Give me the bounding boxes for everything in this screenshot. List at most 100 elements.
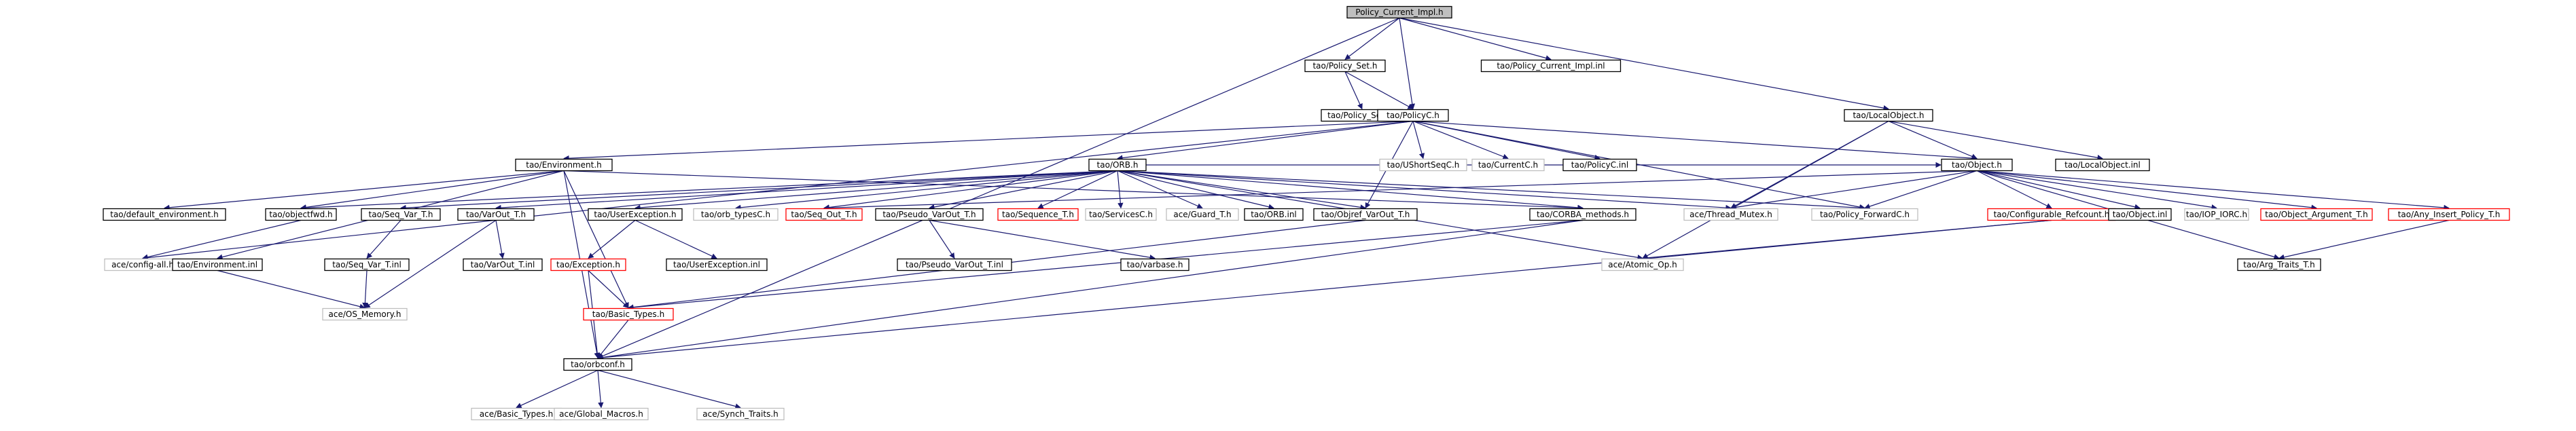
node-box bbox=[1244, 208, 1304, 221]
edge-corba-to-basictypes bbox=[628, 219, 1584, 310]
edge-userexc-to-userexcinl bbox=[634, 219, 717, 259]
node-argtraits[interactable]: tao/Arg_Traits_T.h bbox=[2237, 258, 2321, 271]
node-box bbox=[1088, 158, 1147, 172]
node-configref[interactable]: tao/Configurable_Refcount.h bbox=[1987, 208, 2116, 221]
node-label: ace/Global_Macros.h bbox=[559, 409, 643, 419]
edges-layer bbox=[142, 17, 2450, 409]
node-objref[interactable]: tao/Objref_VarOut_T.h bbox=[1313, 208, 1418, 221]
node-label: tao/Policy_ForwardC.h bbox=[1820, 210, 1910, 219]
node-label: tao/LocalObject.h bbox=[1853, 111, 1924, 120]
node-label: tao/Pseudo_VarOut_T.inl bbox=[906, 260, 1003, 269]
node-synch: ace/Synch_Traits.h bbox=[696, 407, 785, 421]
edge-policyc-to-configall bbox=[142, 120, 1414, 261]
node-label: tao/orbconf.h bbox=[571, 360, 625, 369]
node-pcinl[interactable]: tao/Policy_Current_Impl.inl bbox=[1480, 59, 1622, 73]
node-seqout[interactable]: tao/Seq_Out_T.h bbox=[785, 208, 863, 221]
node-box bbox=[1085, 208, 1157, 221]
node-localobjinl[interactable]: tao/LocalObject.inl bbox=[2055, 158, 2150, 172]
node-corba[interactable]: tao/CORBA_methods.h bbox=[1529, 208, 1636, 221]
node-orbconf[interactable]: tao/orbconf.h bbox=[563, 358, 632, 371]
node-acebasic: ace/Basic_Types.h bbox=[471, 407, 562, 421]
edge-policyc-to-env bbox=[563, 120, 1414, 162]
node-varbase[interactable]: tao/varbase.h bbox=[1120, 258, 1189, 271]
node-pseudo[interactable]: tao/Pseudo_VarOut_T.h bbox=[875, 208, 984, 221]
node-label: tao/IOP_IORC.h bbox=[2186, 210, 2247, 219]
node-label: tao/VarOut_T.inl bbox=[471, 260, 535, 269]
node-box bbox=[1379, 158, 1467, 172]
edge-object-to-seqout bbox=[823, 170, 1978, 211]
node-object[interactable]: tao/Object.h bbox=[1941, 158, 2013, 172]
node-objectfwd[interactable]: tao/objectfwd.h bbox=[265, 208, 337, 221]
node-label: tao/objectfwd.h bbox=[269, 210, 332, 219]
edge-orb-to-userexc bbox=[634, 170, 1118, 211]
edge-env-to-basictypes bbox=[563, 170, 629, 309]
node-objarg[interactable]: tao/Object_Argument_T.h bbox=[2260, 208, 2373, 221]
node-basictypes[interactable]: tao/Basic_Types.h bbox=[583, 307, 674, 321]
node-env[interactable]: tao/Environment.h bbox=[515, 158, 613, 172]
node-label: tao/Policy_Set.h bbox=[1312, 61, 1377, 71]
node-varoutinl[interactable]: tao/VarOut_T.inl bbox=[463, 258, 543, 271]
node-iopiorc: tao/IOP_IORC.h bbox=[2184, 208, 2249, 221]
node-currentc: tao/CurrentC.h bbox=[1471, 158, 1545, 172]
edge-orb-to-policyfwd bbox=[1117, 170, 1865, 211]
node-anyins[interactable]: tao/Any_Insert_Policy_T.h bbox=[2388, 208, 2510, 221]
node-box bbox=[1562, 158, 1637, 172]
edge-seqvarinl-to-osmem bbox=[362, 270, 368, 309]
edge-orbconf-to-acebasic bbox=[516, 369, 598, 409]
edge-envinl-to-osmem bbox=[217, 269, 365, 310]
edge-pseudo-to-varbase bbox=[929, 219, 1156, 261]
node-orbinl[interactable]: tao/ORB.inl bbox=[1244, 208, 1304, 221]
node-box bbox=[1304, 59, 1386, 73]
node-label: tao/Basic_Types.h bbox=[592, 310, 664, 319]
node-box bbox=[1346, 5, 1452, 19]
node-pseudoinl[interactable]: tao/Pseudo_VarOut_T.inl bbox=[897, 258, 1012, 271]
node-exception[interactable]: tao/Exception.h bbox=[550, 258, 626, 271]
node-seqvarinl[interactable]: tao/Seq_Var_T.inl bbox=[324, 258, 410, 271]
node-label: tao/default_environment.h bbox=[110, 210, 219, 219]
node-objectinl[interactable]: tao/Object.inl bbox=[2108, 208, 2172, 221]
node-label: tao/Objref_VarOut_T.h bbox=[1321, 210, 1410, 219]
node-pset[interactable]: tao/Policy_Set.h bbox=[1304, 59, 1386, 73]
node-label: tao/varbase.h bbox=[1127, 260, 1183, 269]
edge-configref-to-orbconf bbox=[597, 219, 2052, 360]
node-policyc[interactable]: tao/PolicyC.h bbox=[1377, 109, 1449, 122]
node-policycinl[interactable]: tao/PolicyC.inl bbox=[1562, 158, 1637, 172]
node-label: ace/Atomic_Op.h bbox=[1608, 260, 1677, 269]
edge-root-to-localobj bbox=[1399, 17, 1889, 111]
edge-localobj-to-object bbox=[1888, 120, 1978, 160]
node-label: ace/Synch_Traits.h bbox=[702, 409, 778, 419]
node-envinl[interactable]: tao/Environment.inl bbox=[172, 258, 263, 271]
node-label: tao/Policy_Current_Impl.inl bbox=[1497, 61, 1605, 71]
node-box bbox=[1471, 158, 1545, 172]
node-userexc[interactable]: tao/UserException.h bbox=[588, 208, 683, 221]
edge-orb-to-objref bbox=[1117, 170, 1366, 210]
node-box bbox=[515, 158, 613, 172]
edge-root-to-pcinl bbox=[1399, 17, 1552, 61]
node-osmem: ace/OS_Memory.h bbox=[322, 307, 408, 321]
node-box bbox=[1313, 208, 1418, 221]
node-defenv[interactable]: tao/default_environment.h bbox=[103, 208, 226, 221]
edge-localobj-to-localobjinl bbox=[1888, 120, 2103, 161]
node-localobj[interactable]: tao/LocalObject.h bbox=[1844, 109, 1933, 122]
node-userexcinl[interactable]: tao/UserException.inl bbox=[666, 258, 768, 271]
node-root[interactable]: Policy_Current_Impl.h bbox=[1346, 5, 1452, 19]
node-label: tao/Configurable_Refcount.h bbox=[1994, 210, 2110, 219]
node-sequence[interactable]: tao/Sequence_T.h bbox=[997, 208, 1079, 221]
node-orb[interactable]: tao/ORB.h bbox=[1088, 158, 1147, 172]
node-label: tao/Seq_Var_T.inl bbox=[332, 260, 401, 269]
node-label: tao/Pseudo_VarOut_T.h bbox=[882, 210, 976, 219]
node-services: tao/ServicesC.h bbox=[1085, 208, 1157, 221]
edge-policyc-to-orb bbox=[1117, 120, 1414, 161]
node-label: ace/Guard_T.h bbox=[1173, 210, 1231, 219]
node-box bbox=[1166, 208, 1239, 221]
node-label: tao/Object.h bbox=[1952, 160, 2002, 170]
node-seqvar[interactable]: tao/Seq_Var_T.h bbox=[361, 208, 441, 221]
node-box bbox=[563, 358, 632, 371]
node-label: tao/ORB.inl bbox=[1251, 210, 1297, 219]
node-varout[interactable]: tao/VarOut_T.h bbox=[457, 208, 535, 221]
edge-root-to-pset bbox=[1344, 18, 1400, 60]
node-label: Policy_Current_Impl.h bbox=[1355, 7, 1443, 17]
node-box bbox=[588, 208, 683, 221]
edge-seqvar-to-seqvarinl bbox=[366, 220, 401, 259]
edge-pset-to-psetinl bbox=[1344, 71, 1363, 110]
